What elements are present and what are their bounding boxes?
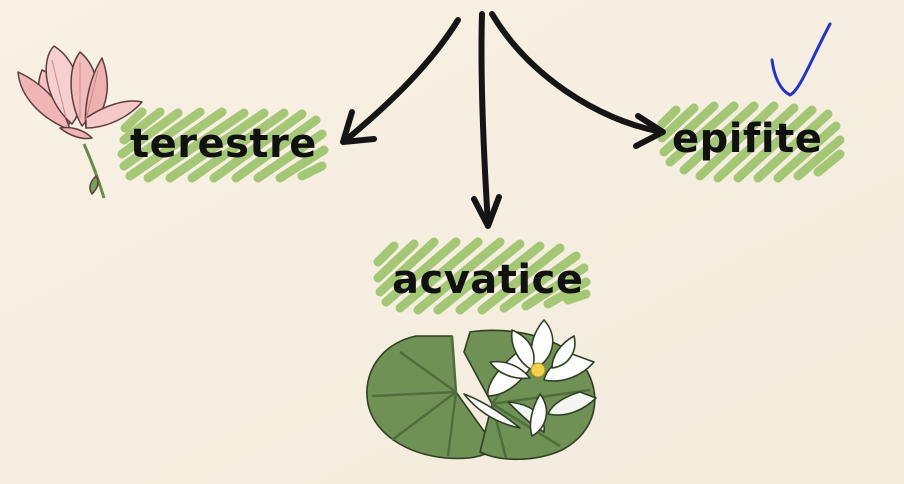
checkmark-icon — [770, 22, 832, 97]
magnolia-flower-icon — [17, 45, 143, 199]
arrow-to-terestre — [343, 17, 461, 143]
highlight-epifite — [657, 101, 845, 183]
highlight-acvatice — [373, 237, 591, 315]
water-lily-icon — [366, 319, 597, 461]
arrowhead-acvatice — [471, 194, 502, 229]
arrowhead-epifite — [633, 113, 666, 149]
arrow-to-acvatice — [478, 11, 491, 227]
arrow-to-epifite — [489, 11, 665, 135]
label-acvatice: acvatice — [392, 257, 584, 303]
arrows — [340, 11, 666, 229]
arrowhead-terestre — [340, 109, 377, 145]
label-epifite: epifite — [672, 116, 823, 162]
highlight-terestre — [117, 107, 329, 183]
label-terestre: terestre — [130, 121, 317, 167]
